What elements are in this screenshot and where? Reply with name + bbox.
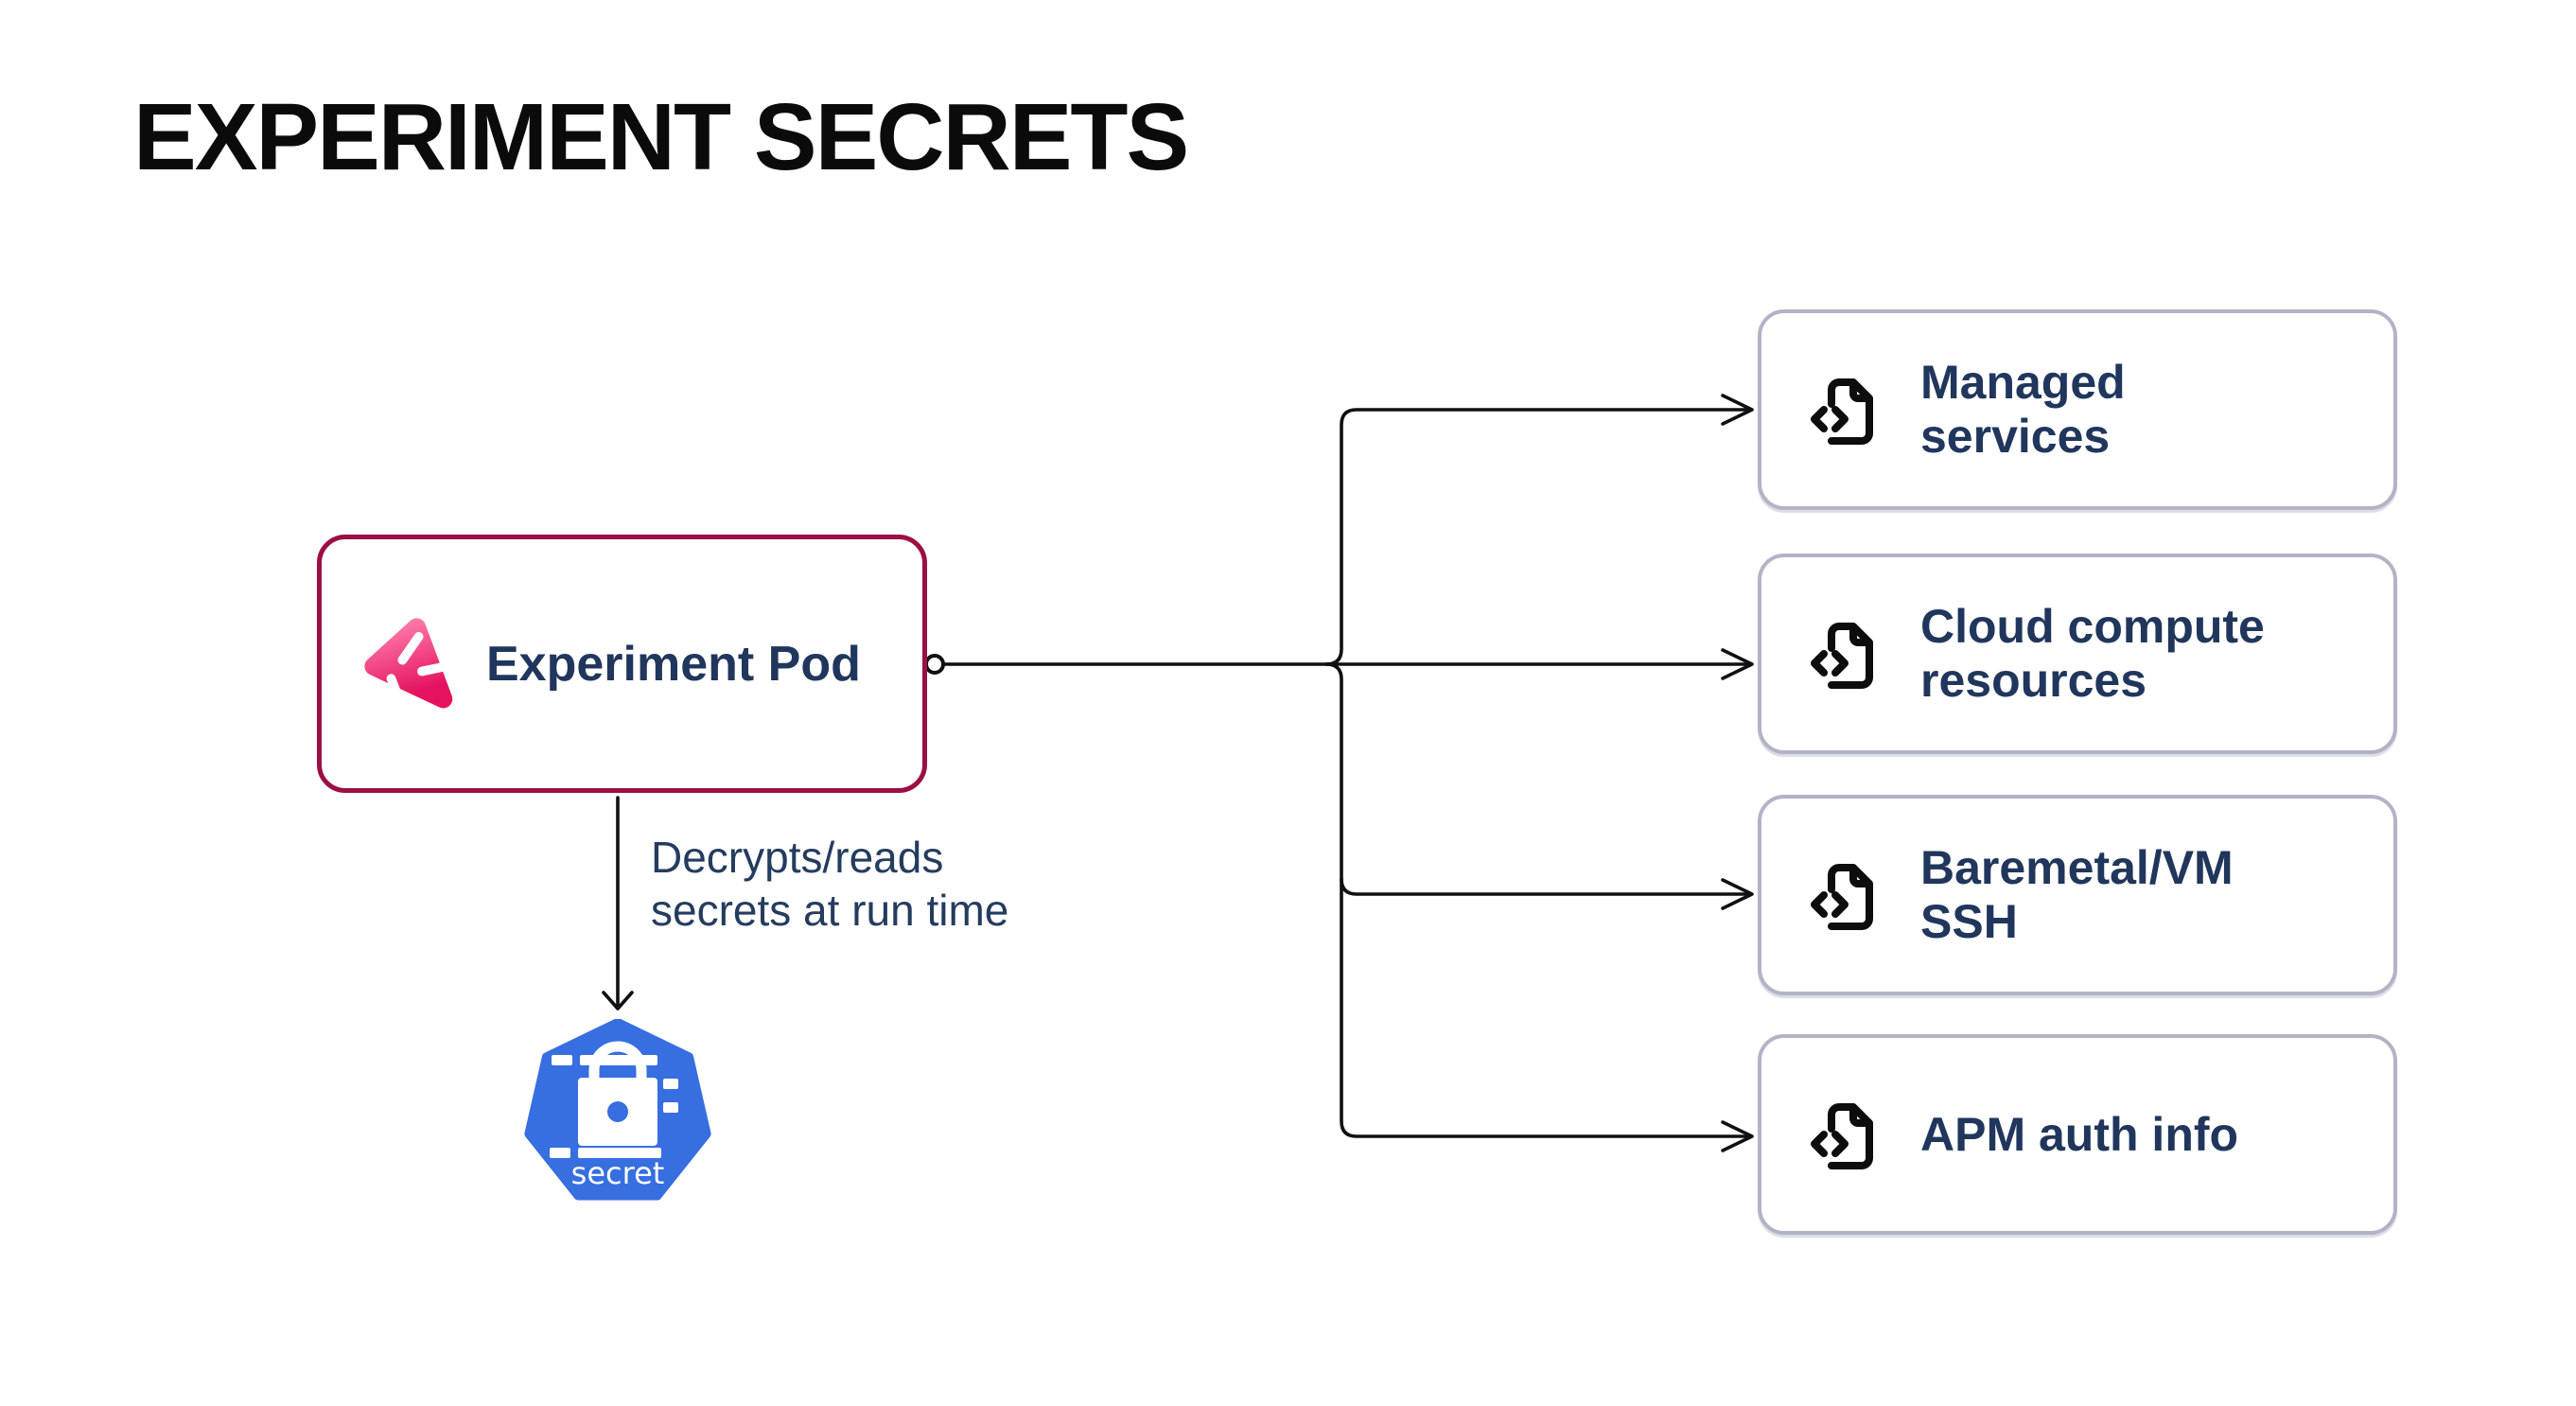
edge-pod-to-baremetal xyxy=(1340,877,1751,896)
target-cloud-compute: Cloud compute resources xyxy=(1758,554,2397,754)
file-code-icon xyxy=(1805,614,1884,694)
target-label: Baremetal/VM SSH xyxy=(1920,841,2234,948)
edge-caption: Decrypts/reads secrets at run time xyxy=(651,831,1008,937)
edge-pod-to-apm xyxy=(1324,662,1751,1138)
experiment-pod-label: Experiment Pod xyxy=(486,636,861,692)
target-label: Managed services xyxy=(1920,356,2126,463)
arrowhead xyxy=(1721,1120,1754,1152)
kubernetes-secret-icon: secret xyxy=(524,1018,711,1201)
target-label: Cloud compute resources xyxy=(1920,600,2265,707)
file-code-icon xyxy=(1805,855,1884,935)
target-label: APM auth info xyxy=(1920,1107,2239,1161)
file-code-icon xyxy=(1805,1095,1884,1174)
page-title: EXPERIMENT SECRETS xyxy=(133,84,1189,190)
secret-label: secret xyxy=(571,1155,665,1191)
experiment-pod-node: Experiment Pod xyxy=(317,535,927,793)
target-managed-services: Managed services xyxy=(1758,309,2397,510)
arrowhead xyxy=(1721,394,1754,426)
edge-pod-to-managed-services xyxy=(1324,408,1751,666)
edge-caption-line2: secrets at run time xyxy=(651,886,1009,936)
target-apm-auth-info: APM auth info xyxy=(1758,1034,2397,1235)
arrowhead xyxy=(1721,878,1754,910)
file-code-icon xyxy=(1805,370,1884,449)
kubernetes-secret-node: secret xyxy=(523,1018,712,1208)
target-baremetal-vm-ssh: Baremetal/VM SSH xyxy=(1758,795,2397,995)
edge-caption-line1: Decrypts/reads xyxy=(651,833,944,882)
connector-dot xyxy=(924,654,945,675)
arrowhead-down xyxy=(602,991,634,1011)
arrowhead xyxy=(1721,648,1754,680)
litmus-pod-icon xyxy=(359,611,462,717)
